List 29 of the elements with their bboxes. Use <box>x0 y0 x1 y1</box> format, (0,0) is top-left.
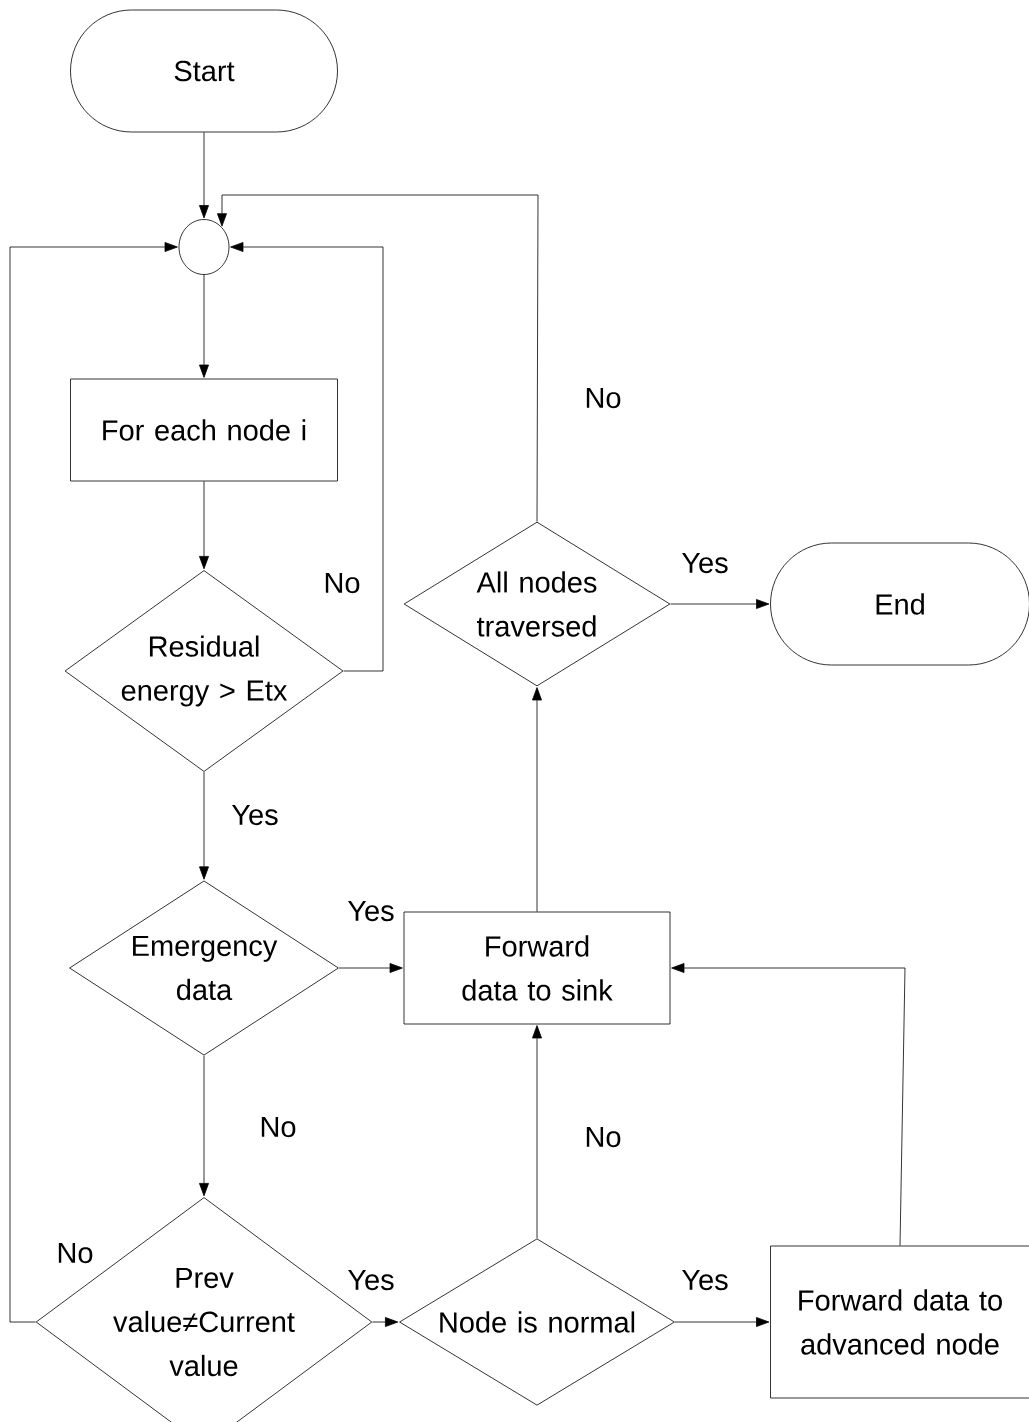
arrow <box>217 194 539 522</box>
process-box: Forward data to sink <box>403 911 671 1025</box>
edge-label: No <box>325 572 360 594</box>
arrow <box>532 687 542 912</box>
edge-label: Yes <box>682 1269 728 1291</box>
edge-label: Yes <box>682 552 728 574</box>
arrow <box>338 963 403 973</box>
edge-label: No <box>586 1126 621 1148</box>
arrow <box>532 1025 542 1239</box>
arrow <box>199 1055 209 1197</box>
arrow <box>674 1317 770 1327</box>
arrow <box>199 481 209 570</box>
arrow <box>199 132 209 219</box>
process-box: Forward data to advanced node <box>770 1245 1029 1399</box>
arrow <box>9 242 178 1323</box>
edge-label: No <box>261 1116 296 1138</box>
arrow <box>199 771 209 880</box>
process-box: For each node i <box>70 378 338 482</box>
edge-label: Yes <box>232 804 278 826</box>
edge-label: No <box>586 387 621 409</box>
arrow <box>230 242 384 672</box>
arrow <box>670 599 770 609</box>
edge-label: Yes <box>348 1269 394 1291</box>
edge-label: Yes <box>348 900 394 922</box>
arrow <box>671 963 906 1246</box>
connector-circle <box>178 219 230 275</box>
arrow <box>371 1317 399 1327</box>
edge-label: No <box>58 1242 93 1264</box>
arrow <box>199 274 209 378</box>
